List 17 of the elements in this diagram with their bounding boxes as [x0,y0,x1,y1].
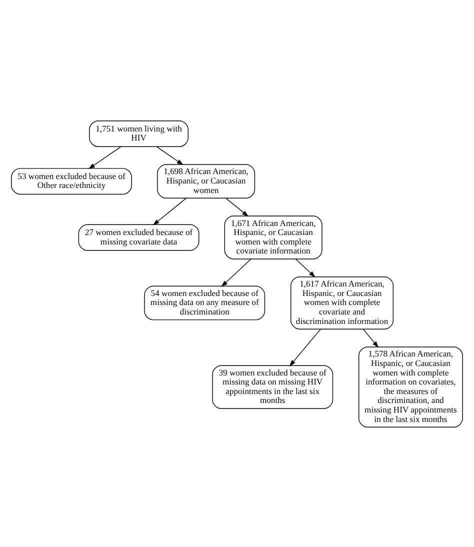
node-box: 39 women excluded because of missing data on missing HIV appointments in the last six months [212,364,334,408]
arrow [152,197,187,225]
node-box: 54 women excluded because of missing data on any measure of discrimination [144,285,266,320]
node-box: 1,698 African American, Hispanic, or Caucasian women [157,164,256,198]
node-box: 1,671 African American, Hispanic, or Caucasian women with complete covariate information [224,215,322,259]
node-box: 1,578 African American, Hispanic, or Caucasian women with complete information on covariates, the measures of discrimination, and missing HIV appointments in the last six months [358,346,463,427]
node-box: 1,617 African American, Hispanic, or Caucasian women with complete covariate and discrimination information [290,276,394,329]
arrow [295,258,316,277]
node-box: 53 women excluded because of Other race/ethnicity [11,168,132,194]
arrow [289,328,321,366]
node-box: 27 women excluded because of missing covariate data [78,224,200,250]
arrow [362,328,379,348]
node-box: 1,751 women living with HIV [89,120,189,146]
arrow [226,197,248,216]
arrow [156,146,184,164]
arrow [221,258,252,286]
arrow [88,146,122,168]
